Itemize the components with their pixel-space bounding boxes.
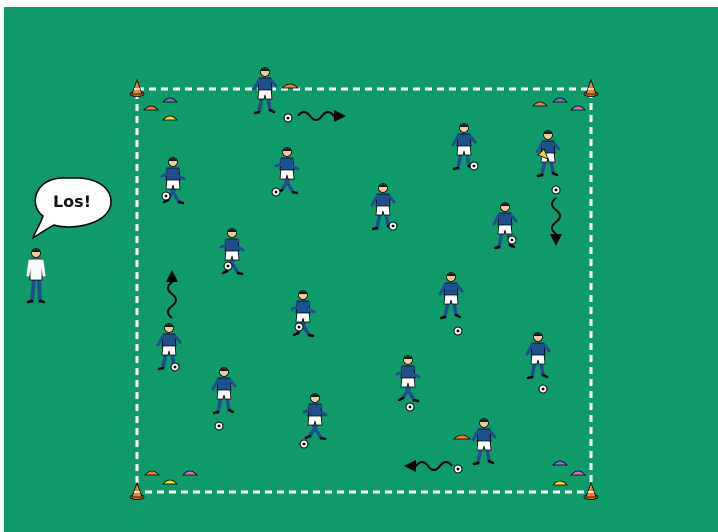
marker-discs: [144, 84, 585, 485]
ball-icon: [454, 327, 462, 335]
ball-icon: [508, 236, 516, 244]
player-icon: [527, 333, 549, 394]
cone-icon: [584, 483, 598, 500]
ball-icon: [539, 385, 547, 393]
marker-disc-icon: [571, 106, 585, 110]
player-icon: [221, 229, 243, 275]
dribble-arrow-icon: [410, 462, 452, 470]
corner-cones: [130, 80, 598, 500]
dribble-arrow-icon: [298, 112, 340, 120]
coach: Los!: [28, 178, 111, 302]
marker-disc-icon: [533, 102, 547, 106]
marker-disc-icon: [454, 435, 470, 439]
ball-icon: [295, 323, 303, 331]
dribble-arrows: [168, 112, 560, 470]
player-icon: [440, 273, 462, 336]
player-icon: [372, 184, 397, 231]
player-icon: [158, 324, 180, 372]
player-icon: [213, 368, 235, 431]
marker-disc-icon: [163, 98, 177, 102]
marker-disc-icon: [163, 116, 177, 120]
ball-icon: [162, 192, 170, 200]
grid-boundary: [137, 89, 591, 492]
ball-icon: [215, 422, 223, 430]
player-icon: [537, 131, 560, 195]
training-pitch: Los!: [4, 7, 718, 532]
marker-disc-icon: [183, 471, 197, 475]
ball-icon: [272, 188, 280, 196]
player-icon: [254, 68, 292, 123]
ball-icon: [224, 262, 232, 270]
players: [158, 68, 560, 474]
marker-disc-icon: [144, 106, 158, 110]
ball-icon: [470, 162, 478, 170]
player-icon: [397, 356, 419, 412]
player-icon: [272, 148, 298, 197]
dribble-arrow-icon: [552, 198, 560, 240]
marker-disc-icon: [145, 471, 159, 475]
player-icon: [300, 394, 326, 449]
marker-disc-icon: [553, 98, 567, 102]
player-icon: [453, 124, 478, 171]
cone-icon: [130, 483, 144, 500]
ball-icon: [389, 222, 397, 230]
coach-figure-icon: [28, 249, 44, 303]
ball-icon: [300, 440, 308, 448]
marker-disc-icon: [163, 480, 177, 484]
player-icon: [162, 158, 184, 204]
marker-disc-icon: [282, 84, 298, 88]
ball-icon: [284, 114, 292, 122]
dribble-arrow-icon: [168, 276, 176, 318]
ball-icon: [171, 363, 179, 371]
marker-disc-icon: [553, 461, 567, 465]
coach-callout: Los!: [53, 192, 91, 211]
player-icon: [494, 203, 516, 249]
ball-icon: [454, 465, 462, 473]
drill-diagram: Los!: [4, 7, 718, 532]
ball-icon: [552, 186, 560, 194]
player-icon: [454, 419, 495, 474]
marker-disc-icon: [553, 481, 567, 485]
marker-disc-icon: [571, 471, 585, 475]
player-icon: [292, 291, 314, 337]
ball-icon: [406, 403, 414, 411]
